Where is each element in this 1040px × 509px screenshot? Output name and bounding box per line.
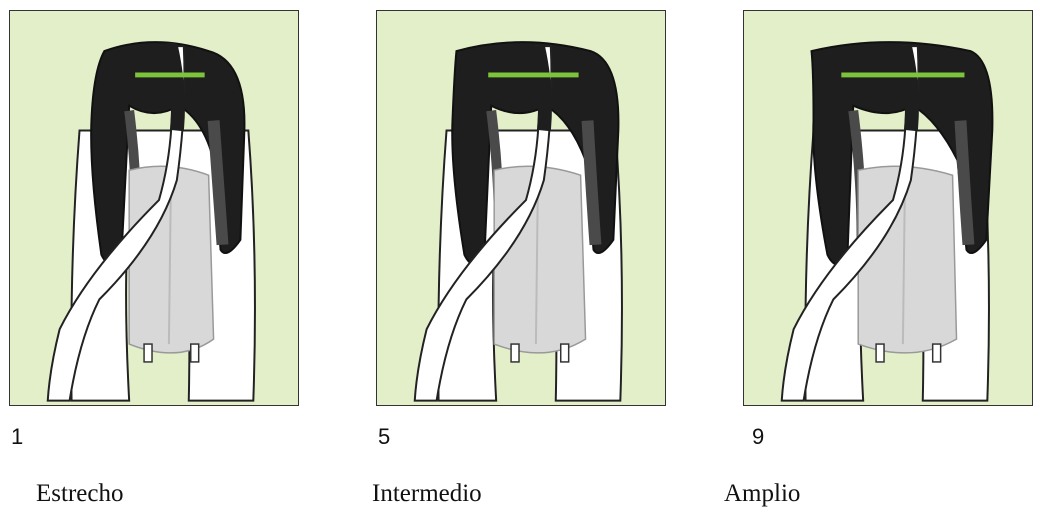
cow-panel-narrow <box>9 10 299 406</box>
cow-panel-wide <box>743 10 1033 406</box>
cow-rear-illustration <box>10 11 298 405</box>
score-wide: 9 <box>752 424 764 450</box>
label-wide: Amplio <box>724 480 800 508</box>
cow-rear-illustration <box>377 11 665 405</box>
score-intermediate: 5 <box>378 424 390 450</box>
score-narrow: 1 <box>11 424 23 450</box>
cow-panel-intermediate <box>376 10 666 406</box>
label-intermediate: Intermedio <box>372 480 482 508</box>
cow-rear-illustration <box>744 11 1032 405</box>
label-narrow: Estrecho <box>36 480 123 508</box>
